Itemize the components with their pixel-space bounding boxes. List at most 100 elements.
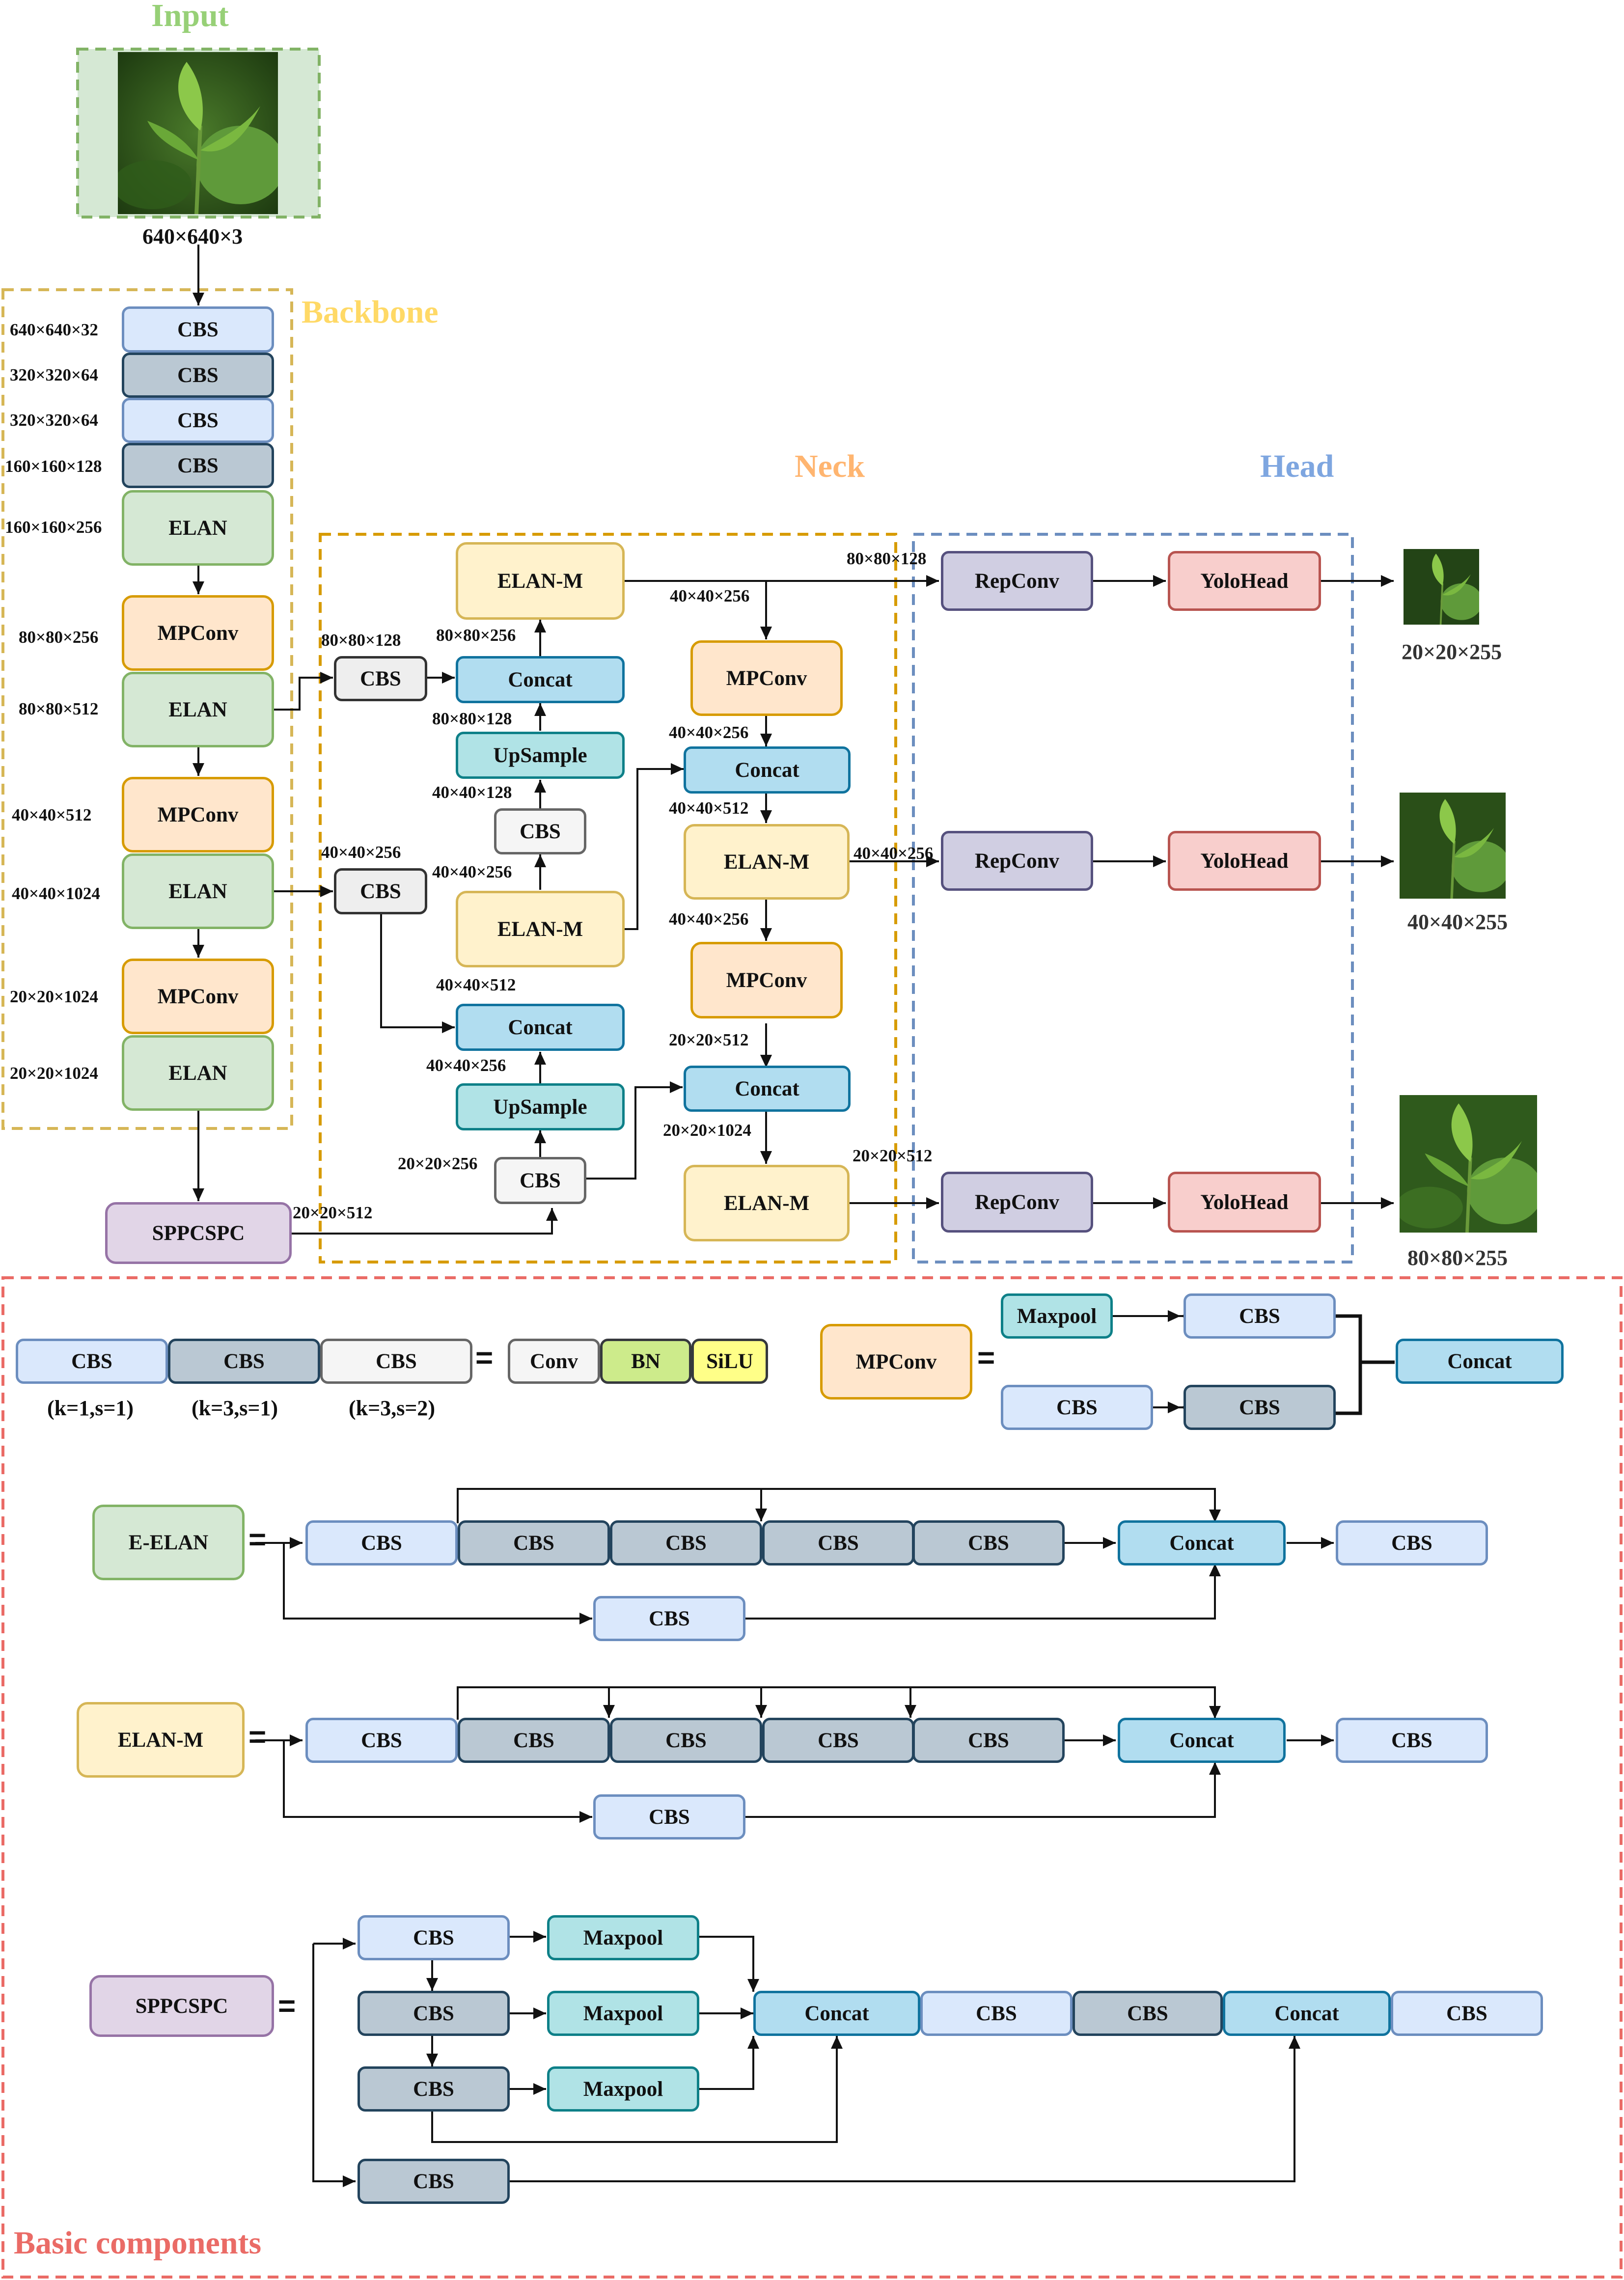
equals-sign: = xyxy=(278,1989,296,2023)
dims-label: 40×40×512 xyxy=(12,805,92,824)
head-yolohead-1: YoloHead xyxy=(1168,551,1321,611)
cbs-param-label: (k=3,s=1) xyxy=(192,1396,278,1420)
basic-sppcspc-concat-1: Concat xyxy=(753,1991,920,2036)
basic-sppcspc-maxpool-1: Maxpool xyxy=(547,1915,699,1960)
dims-label: 80×80×128 xyxy=(847,549,927,568)
dims-label: 20×20×512 xyxy=(293,1203,373,1222)
equals-sign: = xyxy=(248,1720,267,1754)
neck-cbs-c: CBS xyxy=(334,868,427,914)
dims-label: 640×640×32 xyxy=(10,320,98,339)
backbone-elan-1: ELAN xyxy=(122,490,274,566)
basic-eelan-cbs-5: CBS xyxy=(912,1520,1065,1566)
head-yolohead-2: YoloHead xyxy=(1168,831,1321,891)
neck-cbs-d: CBS xyxy=(494,1157,586,1204)
head-frame xyxy=(912,533,1354,1264)
dims-label: 320×320×64 xyxy=(10,365,98,385)
dims-label: 20×20×512 xyxy=(669,1030,749,1049)
neck-elanm-c: ELAN-M xyxy=(684,824,850,900)
basic-mpconv-concat: Concat xyxy=(1396,1339,1564,1384)
basic-eelan-cbs-1: CBS xyxy=(305,1520,458,1566)
basic-eelan-cbs-3: CBS xyxy=(610,1520,762,1566)
dims-label: 40×40×256 xyxy=(669,909,749,929)
basic-elanm-cbs-3: CBS xyxy=(610,1718,762,1763)
head-title: Head xyxy=(1260,448,1334,484)
backbone-elan-3: ELAN xyxy=(122,853,274,929)
backbone-title: Backbone xyxy=(302,294,439,330)
basic-conv: Conv xyxy=(508,1339,600,1384)
dims-label: 160×160×128 xyxy=(5,457,102,476)
basic-sppcspc-maxpool-2: Maxpool xyxy=(547,1991,699,2036)
neck-cbs-a: CBS xyxy=(334,656,427,701)
neck-title: Neck xyxy=(795,448,865,484)
basic-cbs-1: CBS xyxy=(16,1339,168,1384)
neck-elanm-b: ELAN-M xyxy=(456,891,625,967)
equals-sign: = xyxy=(977,1341,995,1375)
basic-sppcspc-cbs-3: CBS xyxy=(358,2066,510,2112)
neck-frame xyxy=(319,533,897,1264)
output-leaf-image-medium xyxy=(1400,793,1506,899)
backbone-mpconv-1: MPConv xyxy=(122,595,274,671)
basic-sppcspc-maxpool-3: Maxpool xyxy=(547,2066,699,2112)
neck-concat-d: Concat xyxy=(684,1066,851,1112)
head-repconv-2: RepConv xyxy=(941,831,1093,891)
dims-label: 80×80×512 xyxy=(19,699,99,718)
basic-elanm-cbs-5: CBS xyxy=(912,1718,1065,1763)
basic-sppcspc-name: SPPCSPC xyxy=(89,1975,274,2037)
basic-mpconv-cbs-left: CBS xyxy=(1001,1385,1153,1430)
basic-elanm-cbs-2: CBS xyxy=(458,1718,610,1763)
basic-elanm-cbs-4: CBS xyxy=(762,1718,914,1763)
backbone-elan-4: ELAN xyxy=(122,1035,274,1111)
basic-bn: BN xyxy=(600,1339,691,1384)
basic-cbs-2: CBS xyxy=(168,1339,320,1384)
basic-sppcspc-cbs-4: CBS xyxy=(358,2159,510,2204)
basic-sppcspc-cbs-2: CBS xyxy=(358,1991,510,2036)
basic-elanm-concat: Concat xyxy=(1118,1718,1286,1763)
dims-label: 40×40×256 xyxy=(321,843,401,862)
backbone-elan-2: ELAN xyxy=(122,672,274,747)
basic-sppcspc-cbs-7: CBS xyxy=(1391,1991,1543,2036)
basic-sppcspc-cbs-5: CBS xyxy=(920,1991,1073,2036)
basic-eelan-concat: Concat xyxy=(1118,1520,1286,1566)
dims-label: 40×40×512 xyxy=(669,798,749,818)
equals-sign: = xyxy=(248,1523,267,1557)
equals-sign: = xyxy=(475,1341,494,1375)
output-leaf-image-large xyxy=(1400,1095,1537,1233)
dims-label: 80×80×128 xyxy=(321,631,401,650)
dims-label: 40×40×256 xyxy=(669,723,749,742)
neck-cbs-b: CBS xyxy=(494,808,586,854)
dims-label: 80×80×256 xyxy=(19,628,99,647)
backbone-cbs-2: CBS xyxy=(122,353,274,398)
basic-eelan-cbs-skip: CBS xyxy=(593,1596,745,1641)
neck-concat-b: Concat xyxy=(456,1004,625,1051)
backbone-cbs-4: CBS xyxy=(122,443,274,488)
neck-elanm-a: ELAN-M xyxy=(456,542,625,620)
basic-mpconv-cbs-right: CBS xyxy=(1184,1385,1336,1430)
dims-label: 160×160×256 xyxy=(5,518,102,537)
input-leaf-image xyxy=(118,52,278,214)
output-dims: 40×40×255 xyxy=(1407,910,1508,934)
backbone-mpconv-3: MPConv xyxy=(122,959,274,1034)
dims-label: 40×40×256 xyxy=(432,862,512,881)
basic-components-title: Basic components xyxy=(14,2225,262,2261)
basic-sppcspc-concat-2: Concat xyxy=(1223,1991,1391,2036)
dims-label: 40×40×256 xyxy=(853,844,934,863)
neck-concat-a: Concat xyxy=(456,656,625,703)
dims-label: 20×20×1024 xyxy=(10,1064,98,1083)
neck-upsample-b: UpSample xyxy=(456,1083,625,1130)
dims-label: 40×40×256 xyxy=(670,586,750,605)
head-repconv-1: RepConv xyxy=(941,551,1093,611)
input-dims: 640×640×3 xyxy=(142,224,243,248)
cbs-param-label: (k=1,s=1) xyxy=(47,1396,134,1420)
basic-silu: SiLU xyxy=(691,1339,768,1384)
basic-sppcspc-cbs-6: CBS xyxy=(1073,1991,1223,2036)
neck-elanm-d: ELAN-M xyxy=(684,1165,850,1241)
basic-eelan-name: E-ELAN xyxy=(92,1505,245,1580)
backbone-mpconv-2: MPConv xyxy=(122,777,274,852)
basic-eelan-cbs-2: CBS xyxy=(458,1520,610,1566)
basic-elanm-cbs-skip: CBS xyxy=(593,1794,745,1840)
dims-label: 80×80×128 xyxy=(432,709,512,728)
neck-concat-c: Concat xyxy=(684,746,851,794)
basic-sppcspc-cbs-1: CBS xyxy=(358,1915,510,1960)
basic-mpconv-name: MPConv xyxy=(820,1324,972,1400)
basic-mpconv-cbs-top: CBS xyxy=(1184,1293,1336,1339)
